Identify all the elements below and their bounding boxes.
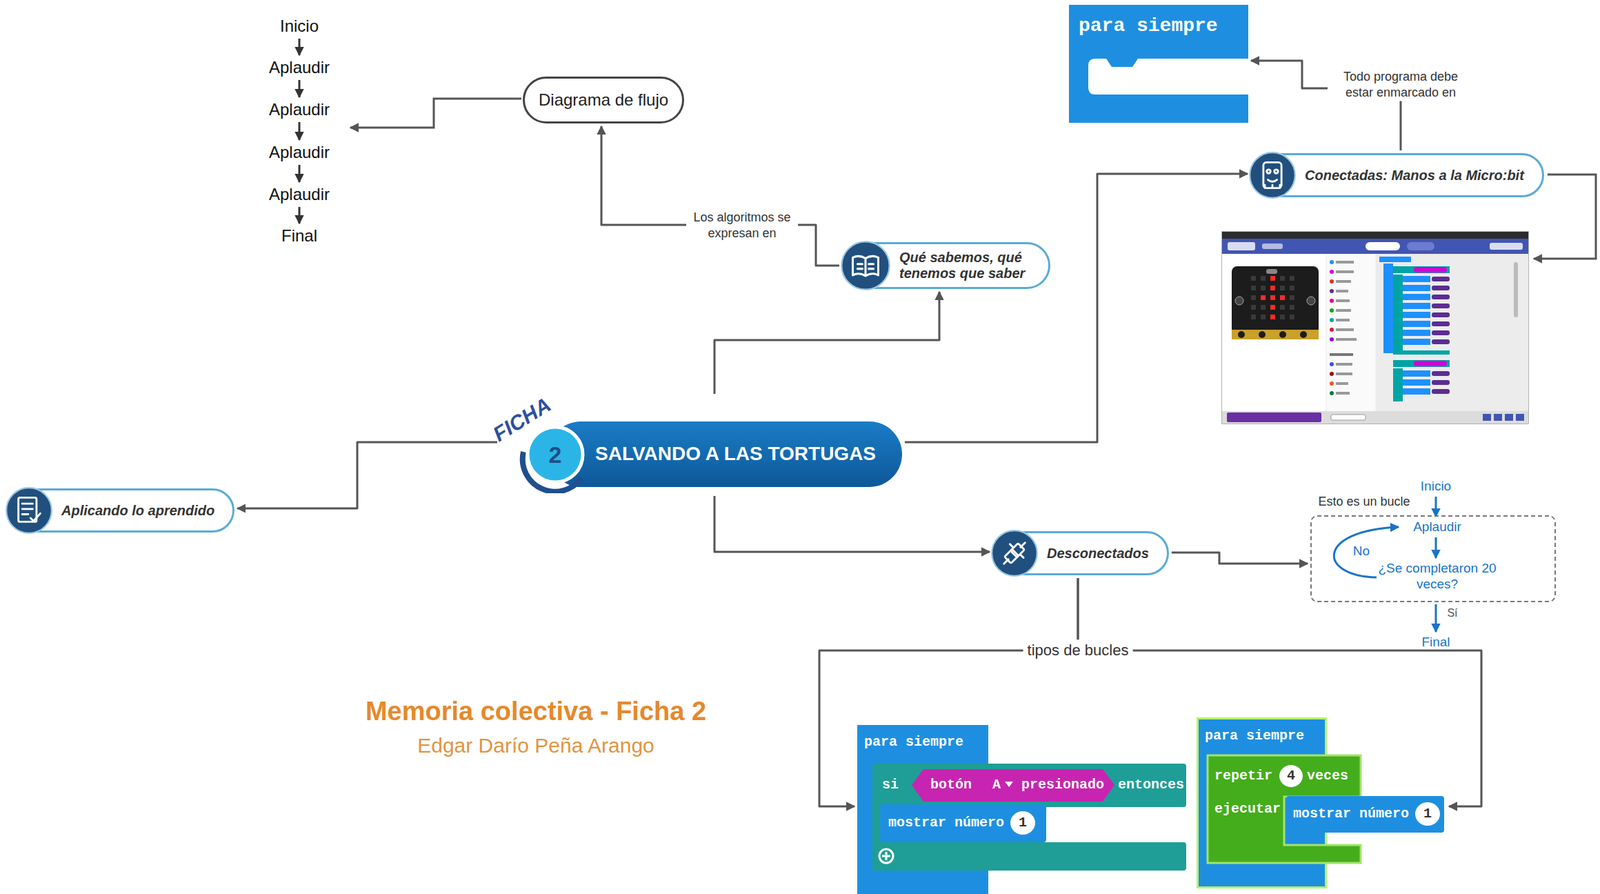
if-button-block [857, 724, 1187, 894]
block-label: A [992, 777, 1001, 793]
block-label: ejecutar [1214, 801, 1281, 817]
note-label: Final [1421, 634, 1450, 651]
note-label: Final [281, 226, 318, 246]
block-label: presionado [1021, 777, 1105, 793]
icon-badge [1248, 151, 1297, 200]
block-label: para siempre [864, 734, 964, 750]
edge-label: Todo programa debe estar enmarcado en [1327, 67, 1474, 102]
value-slot: 1 [1010, 815, 1036, 831]
topic-title: SALVANDO A LAS TORTUGAS [595, 442, 876, 466]
connector [714, 495, 990, 552]
block-label: veces [1306, 768, 1349, 784]
leader-arrow [1533, 174, 1596, 259]
block-label: mostrar número [888, 815, 1005, 831]
block-label: para siempre [1078, 15, 1218, 37]
note-label: Sí [1446, 606, 1458, 620]
note-label: Aplaudir [268, 57, 330, 78]
icon-badge [840, 240, 892, 292]
pill-label: Conectadas: Manos a la Micro:bit [1304, 167, 1525, 184]
concept-oval: Diagrama de flujo [522, 76, 685, 124]
edge-label: tipos de bucles [1023, 639, 1134, 662]
code-blocks [1379, 256, 1518, 402]
block-label: repetir [1214, 768, 1273, 784]
decision-text: ¿Se completaron 20 veces? [1375, 560, 1500, 593]
block-label: para siempre [1204, 728, 1305, 744]
connector [904, 173, 1248, 443]
code-block: para siempre [1068, 4, 1249, 123]
note-label: Aplaudir [268, 142, 330, 163]
block-label: entonces [1117, 777, 1185, 793]
note-label: Inicio [280, 16, 319, 36]
note-label: Aplaudir [268, 100, 330, 120]
diagram-caption: Edgar Darío Peña Arango [417, 733, 655, 758]
value-slot: 4 [1280, 768, 1302, 784]
edge-label: Los algoritmos se expresan en [686, 208, 798, 243]
icon-badge [990, 528, 1039, 578]
connector [601, 126, 840, 266]
pill-label: Qué sabemos, qué tenemos que saber [899, 249, 1031, 282]
connector [1171, 552, 1308, 564]
connector [714, 291, 940, 394]
oval-label: Diagrama de flujo [538, 90, 669, 110]
makecode-screenshot [1222, 231, 1529, 424]
category-list [1329, 260, 1357, 396]
section-pill: Qué sabemos, qué tenemos que saber [842, 242, 1051, 289]
block-label: botón [930, 777, 972, 793]
note-label: No [1353, 543, 1370, 560]
diagram-title: Memoria colectiva - Ficha 2 [365, 696, 707, 727]
process-step: Aplaudir [1402, 519, 1472, 536]
note-label: Esto es un bucle [1317, 494, 1410, 509]
icon-badge [4, 486, 54, 535]
pill-label: Desconectados [1046, 545, 1149, 562]
note-label: Inicio [1420, 478, 1452, 495]
value-slot: 1 [1415, 806, 1440, 822]
block-label: mostrar número [1293, 806, 1409, 822]
code-block: para siempre si botón Apresionado entonces mo… [857, 724, 1187, 894]
badge-number: 2 [528, 442, 582, 467]
leader-arrow [350, 98, 522, 128]
connector [237, 442, 498, 509]
pill-label: Aplicando lo aprendido [61, 502, 215, 519]
note-label: Aplaudir [268, 184, 330, 205]
code-block: para siempre repetir 4veces ejecutar mostrar… [1196, 717, 1447, 890]
section-pill: Desconectados [992, 531, 1169, 576]
section-pill: Aplicando lo aprendido [6, 488, 235, 533]
loop-box: Aplaudir ¿Se completaron 20 veces? [1310, 515, 1556, 603]
section-pill: Conectadas: Manos a la Micro:bit [1250, 153, 1545, 198]
central-topic: FICHA2SALVANDO A LAS TORTUGAS [500, 396, 903, 494]
block-label: si [882, 777, 899, 793]
